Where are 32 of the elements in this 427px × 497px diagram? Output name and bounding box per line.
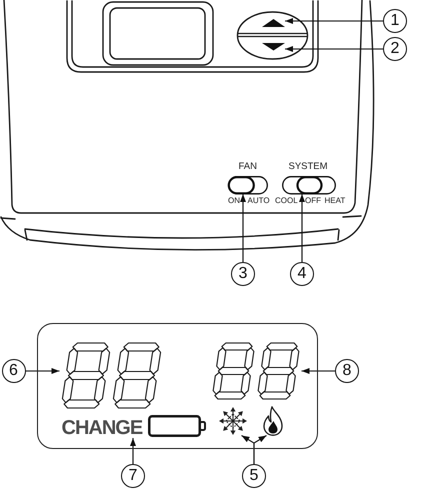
callout-number: 5	[242, 464, 266, 488]
up-arrow-icon	[262, 19, 285, 27]
snowflake-icon	[218, 406, 248, 436]
leader-line	[299, 194, 305, 262]
leader-line	[285, 46, 383, 52]
lcd-indicator-text: CHANGE	[62, 418, 144, 438]
position-label: ON	[228, 197, 240, 205]
lcd-panel	[37, 323, 318, 449]
leader-line	[240, 194, 246, 262]
leader-line	[130, 438, 136, 464]
callout-number: 8	[335, 359, 359, 383]
position-label: AUTO	[248, 197, 270, 205]
leader-line	[253, 435, 267, 464]
slide-switch	[282, 176, 336, 194]
callout-number: 6	[2, 359, 26, 383]
position-label: COOL	[275, 197, 298, 205]
down-arrow-icon	[262, 43, 285, 50]
flame-icon	[262, 406, 282, 436]
leader-line	[26, 368, 60, 374]
position-label: OFF	[305, 197, 321, 205]
slide-switch	[228, 176, 268, 194]
callout-number: 2	[383, 37, 407, 61]
leader-line	[302, 368, 335, 374]
callout-number: 3	[231, 262, 255, 286]
seven-segment-digits	[210, 342, 302, 400]
callout-number: 1	[383, 9, 407, 33]
switch-label: FAN	[238, 162, 257, 172]
position-label: HEAT	[324, 197, 346, 205]
leader-line	[285, 18, 383, 24]
callout-number: 4	[290, 262, 314, 286]
switch-label: SYSTEM	[288, 162, 328, 172]
callout-number: 7	[121, 464, 145, 488]
